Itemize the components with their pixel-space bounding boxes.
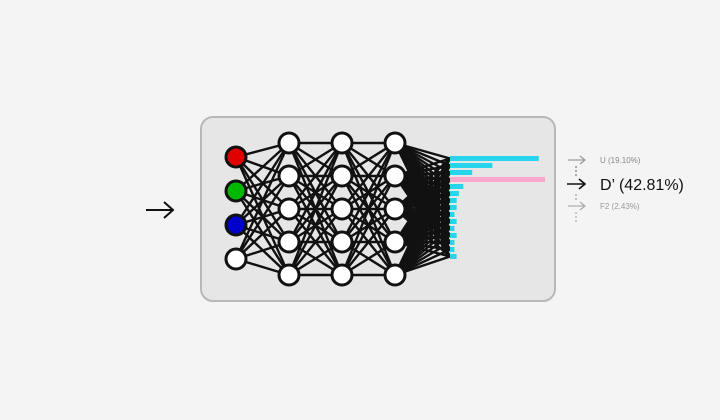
output-bar — [450, 170, 473, 175]
ellipsis-dots — [575, 166, 577, 176]
input-node — [224, 213, 248, 237]
network-edge — [288, 142, 343, 210]
hidden-node — [383, 164, 407, 188]
output-bar — [450, 198, 457, 203]
network-edge — [340, 142, 397, 276]
hidden-node — [277, 263, 301, 287]
hidden-node — [330, 263, 354, 287]
output-bar — [450, 177, 545, 182]
prediction-label: F2 (2.43%) — [600, 202, 640, 211]
hidden-node — [277, 131, 301, 155]
ellipsis-dots — [575, 194, 577, 200]
hidden-node — [277, 164, 301, 188]
network-edge — [287, 142, 344, 243]
output-bar — [450, 226, 455, 231]
input-node — [224, 179, 248, 203]
output-bar — [450, 191, 459, 196]
hidden-node — [383, 197, 407, 221]
input-node — [224, 145, 248, 169]
output-bar — [450, 212, 455, 217]
arrow-icon — [568, 155, 586, 165]
ellipsis-dots — [575, 212, 577, 222]
hidden-node — [330, 230, 354, 254]
output-bar — [450, 247, 455, 252]
network-edge — [234, 142, 291, 260]
output-bar — [450, 254, 457, 259]
network-edge — [234, 142, 291, 226]
prediction-bottom: F2 (2.43%) — [568, 201, 640, 211]
hidden-node — [383, 263, 407, 287]
prediction-top: U (19.10%) — [568, 155, 641, 165]
network-edge — [235, 142, 290, 192]
hidden-node — [330, 131, 354, 155]
hidden-node — [277, 197, 301, 221]
network-edge — [341, 142, 396, 210]
network-edge — [341, 208, 396, 276]
hidden-node — [330, 164, 354, 188]
arrow-icon — [568, 201, 586, 211]
arrow-icon — [567, 178, 587, 190]
prediction-label: D’ (42.81%) — [600, 177, 684, 194]
network-edge — [234, 175, 291, 260]
output-histogram — [450, 156, 545, 259]
hidden-node — [383, 131, 407, 155]
output-bar — [450, 163, 493, 168]
right-arrow-icon — [146, 201, 175, 219]
prediction-label: U (19.10%) — [600, 156, 641, 165]
output-bar — [450, 233, 457, 238]
prediction-main: D’ (42.81%) — [567, 177, 684, 194]
hidden-node — [383, 230, 407, 254]
network-nodes — [224, 131, 407, 287]
output-bar — [450, 219, 457, 224]
network-edge — [340, 175, 397, 276]
prediction-list: U (19.10%) D’ (42.81%) F2 (2.43%) — [567, 155, 684, 222]
network-edge — [288, 208, 343, 276]
network-edge — [287, 175, 344, 276]
output-bar — [450, 184, 464, 189]
hidden-node — [330, 197, 354, 221]
network-edge — [235, 208, 290, 260]
output-bar — [450, 240, 455, 245]
input-node — [224, 247, 248, 271]
hidden-node — [277, 230, 301, 254]
output-bar — [450, 156, 539, 161]
output-bar — [450, 205, 457, 210]
network-edge — [340, 142, 397, 243]
network-edge — [287, 142, 344, 276]
